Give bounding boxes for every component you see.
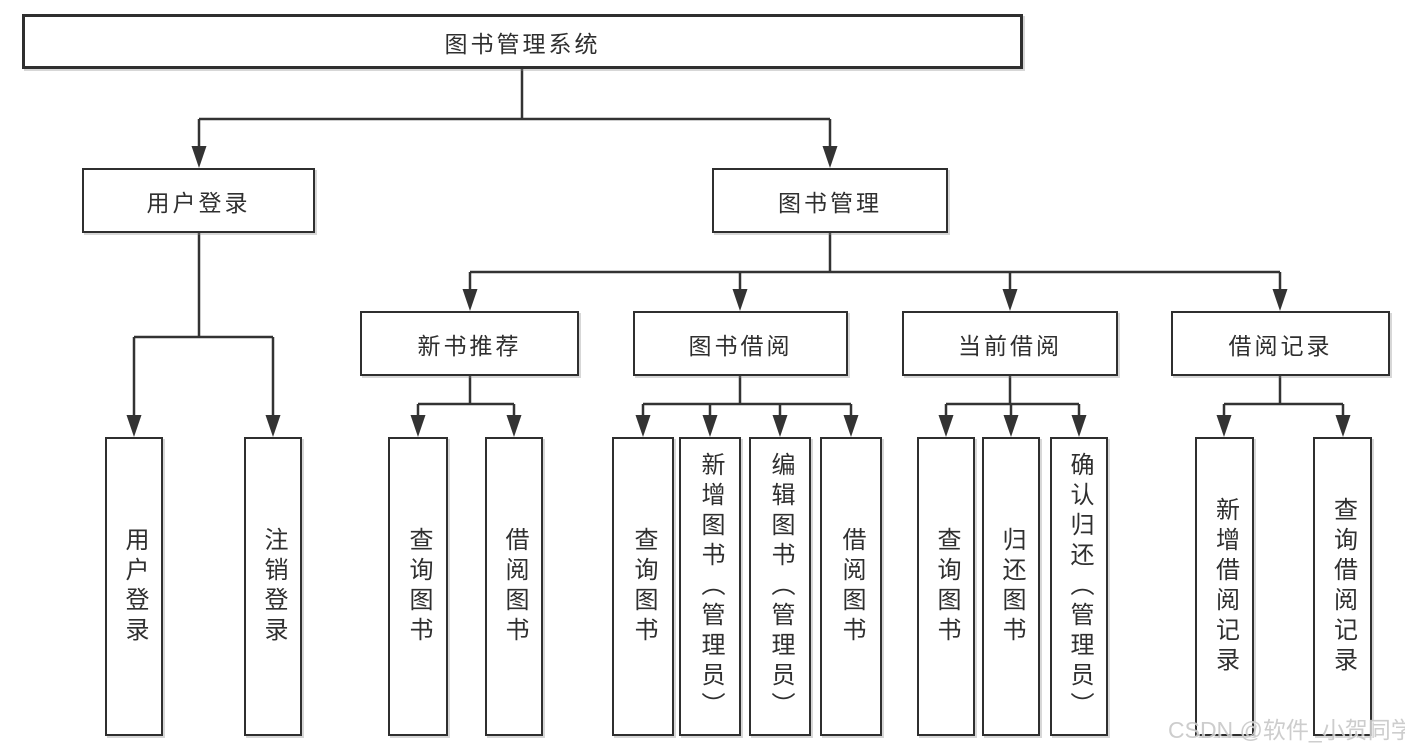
- node-label: 新增图书（管理员）: [697, 451, 724, 722]
- arrowhead-icon: [1002, 289, 1018, 311]
- connector-line: [416, 376, 516, 418]
- arrowhead-icon: [410, 415, 426, 437]
- leaf-confirm-return-admin: 确认归还（管理员）: [1050, 437, 1108, 736]
- connector-line: [468, 233, 1282, 293]
- connector-current-borrow-to-leaves: [938, 376, 1087, 437]
- node-book-borrow: 图书借阅: [633, 311, 848, 376]
- leaf-add-borrow-record: 新增借阅记录: [1195, 437, 1254, 736]
- arrowhead-icon: [702, 415, 718, 437]
- node-label: 借阅记录: [1228, 332, 1333, 359]
- leaf-query-book: 查询图书: [917, 437, 975, 736]
- arrowhead-icon: [843, 415, 859, 437]
- node-label: 借阅图书: [838, 526, 865, 647]
- node-book-mgmt: 图书管理: [712, 168, 948, 233]
- node-label: 查询借阅记录: [1329, 496, 1357, 677]
- connector-line: [1222, 376, 1345, 418]
- arrowhead-icon: [1071, 415, 1087, 437]
- arrowhead-icon: [772, 415, 788, 437]
- node-label: 查询图书: [405, 526, 432, 647]
- leaf-query-book: 查询图书: [388, 437, 448, 736]
- connector-line: [132, 233, 275, 418]
- leaf-add-book-admin: 新增图书（管理员）: [679, 437, 741, 736]
- node-label: 当前借阅: [958, 332, 1062, 359]
- node-label: 查询图书: [933, 526, 960, 647]
- leaf-borrow-book: 借阅图书: [820, 437, 882, 736]
- connector-book-mgmt-to-level3: [462, 233, 1288, 311]
- node-borrow-record: 借阅记录: [1171, 311, 1390, 376]
- connector-root-to-level2: [191, 69, 838, 168]
- arrowhead-icon: [1272, 289, 1288, 311]
- node-label: 图书借阅: [688, 332, 793, 359]
- arrowhead-icon: [1216, 415, 1232, 437]
- leaf-return-book: 归还图书: [982, 437, 1040, 736]
- arrowhead-icon: [732, 289, 748, 311]
- node-current-borrow: 当前借阅: [902, 311, 1118, 376]
- arrowhead-icon: [506, 415, 522, 437]
- node-user-login: 用户登录: [82, 168, 315, 233]
- node-label: 图书管理系统: [444, 30, 601, 57]
- arrowhead-icon: [265, 415, 281, 437]
- node-label: 查询图书: [630, 526, 657, 647]
- node-label: 借阅图书: [501, 526, 528, 647]
- leaf-user-login: 用户登录: [105, 437, 163, 736]
- node-label: 用户登录: [146, 189, 251, 216]
- node-label: 图书管理: [778, 189, 882, 216]
- arrowhead-icon: [1003, 415, 1019, 437]
- leaf-logout: 注销登录: [244, 437, 302, 736]
- node-new-book-recommend: 新书推荐: [360, 311, 579, 376]
- leaf-query-book: 查询图书: [612, 437, 674, 736]
- node-label: 新增借阅记录: [1211, 496, 1239, 677]
- arrowhead-icon: [822, 146, 838, 168]
- arrowhead-icon: [1335, 415, 1351, 437]
- leaf-query-borrow-record: 查询借阅记录: [1313, 437, 1372, 736]
- connector-new-book-to-leaves: [410, 376, 522, 437]
- connector-borrow-record-to-leaves: [1216, 376, 1351, 437]
- connector-user-login-to-leaves: [126, 233, 281, 437]
- leaf-borrow-book: 借阅图书: [485, 437, 543, 736]
- node-label: 归还图书: [998, 526, 1025, 647]
- node-library-system: 图书管理系统: [22, 14, 1023, 69]
- node-label: 用户登录: [121, 526, 148, 647]
- leaf-edit-book-admin: 编辑图书（管理员）: [749, 437, 811, 736]
- node-label: 编辑图书（管理员）: [767, 451, 794, 722]
- connector-line: [641, 376, 853, 418]
- arrowhead-icon: [191, 146, 207, 168]
- node-label: 注销登录: [260, 526, 287, 647]
- csdn-watermark: CSDN @软件_小贺同学: [1168, 717, 1405, 743]
- connector-line: [944, 376, 1081, 418]
- connector-book-borrow-to-leaves: [635, 376, 859, 437]
- node-label: 确认归还（管理员）: [1066, 451, 1093, 722]
- arrowhead-icon: [462, 289, 478, 311]
- node-label: 新书推荐: [417, 332, 522, 359]
- arrowhead-icon: [938, 415, 954, 437]
- arrowhead-icon: [635, 415, 651, 437]
- arrowhead-icon: [126, 415, 142, 437]
- connector-line: [197, 69, 832, 150]
